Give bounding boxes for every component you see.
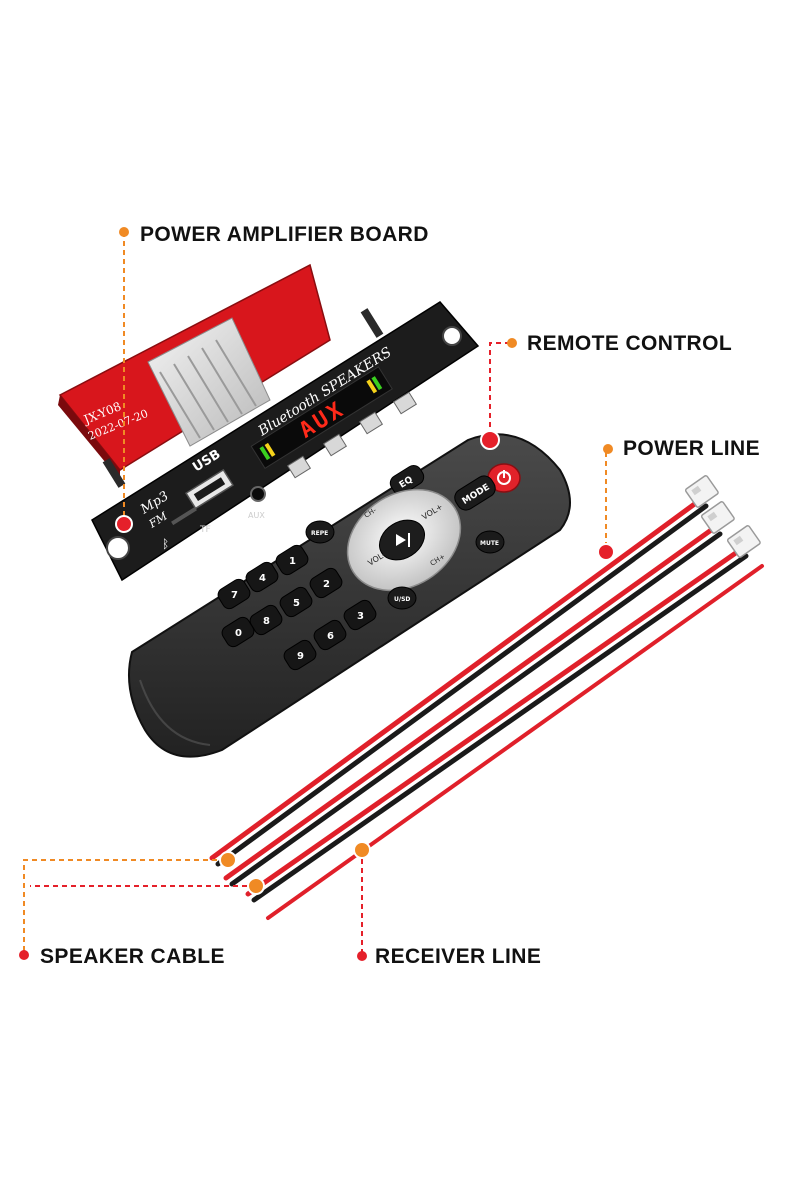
dot-receiver-end (353, 841, 371, 859)
remote-key-0[interactable]: 0 (219, 615, 256, 650)
remote-mute-button[interactable]: MUTE (475, 530, 505, 554)
remote-key-1[interactable]: 1 (273, 543, 310, 578)
aux-label: AUX (248, 511, 265, 520)
remote-keypad: 1 2 3 4 5 6 7 8 9 0 (215, 543, 378, 673)
callout-receiver-line: RECEIVER LINE (375, 945, 542, 968)
power-wire-black (215, 503, 709, 867)
remote-usd-button[interactable]: U/SD (387, 586, 417, 610)
speaker-wire-black (229, 531, 723, 887)
svg-text:U/SD: U/SD (394, 596, 410, 603)
callout-speaker-cable: SPEAKER CABLE (40, 945, 225, 968)
connector-2 (700, 501, 735, 534)
remote-key-label: 9 (297, 651, 304, 662)
dot-amp-start (119, 227, 129, 237)
remote-key-label: 0 (235, 628, 242, 639)
connector-1 (684, 475, 719, 508)
connector-3 (726, 525, 761, 558)
remote-key-7[interactable]: 7 (215, 577, 252, 612)
remote-body (127, 433, 571, 758)
remote-mode-button[interactable]: MODE (451, 473, 498, 514)
panel-vol-plus-button[interactable] (358, 411, 384, 435)
remote-key-6[interactable]: 6 (311, 618, 348, 653)
panel-buttons (286, 391, 418, 479)
panel-mode-button[interactable] (392, 391, 418, 415)
remote-nav-ring[interactable]: VOL+ VOL- CH- CH+ (329, 469, 480, 611)
remote-rept-button[interactable]: REPE (305, 520, 335, 544)
remote-key-label: 6 (327, 631, 334, 642)
bluetooth-icon: ᛒ (162, 537, 169, 551)
callout-remote-control: REMOTE CONTROL (527, 332, 733, 355)
dot-speaker-label (19, 950, 29, 960)
remote-control: EQ MODE VOL+ VOL- CH- CH+ REPE MUTE (127, 433, 571, 758)
svg-text:REPE: REPE (311, 530, 328, 537)
tf-label: TF (199, 525, 211, 535)
dot-amp-end (115, 515, 133, 533)
dot-speaker-1 (219, 851, 237, 869)
remote-key-4[interactable]: 4 (243, 560, 280, 595)
dot-remote-start (507, 338, 517, 348)
dot-speaker-2 (247, 877, 265, 895)
leader-dots (19, 227, 615, 961)
remote-key-2[interactable]: 2 (307, 566, 344, 601)
callout-power-line: POWER LINE (623, 437, 761, 460)
dot-remote-end (480, 430, 500, 450)
dot-power-start (603, 444, 613, 454)
receiver-single-red (266, 564, 764, 920)
mount-hole-left (106, 536, 130, 560)
wires (209, 475, 764, 920)
callout-power-amplifier-board: POWER AMPLIFIER BOARD (140, 223, 429, 246)
usb-port[interactable] (185, 468, 234, 510)
leader-lines (23, 232, 607, 956)
remote-power-button[interactable] (487, 463, 521, 493)
remote-key-label: 3 (357, 611, 364, 622)
power-wire-red (209, 497, 703, 861)
remote-eq-button[interactable]: EQ (387, 463, 426, 498)
receiver-wire-black (251, 553, 749, 903)
remote-key-label: 4 (259, 573, 266, 584)
remote-key-3[interactable]: 3 (341, 598, 378, 633)
remote-key-label: 2 (323, 579, 330, 590)
mount-hole-right (442, 326, 462, 346)
dot-receiver-label (357, 951, 367, 961)
remote-key-label: 8 (263, 616, 270, 627)
speaker-wire-red (223, 525, 717, 881)
heatsink (147, 317, 271, 447)
dot-power-end (597, 543, 615, 561)
remote-key-label: 5 (293, 598, 300, 609)
leader-remote (489, 342, 510, 440)
svg-text:MUTE: MUTE (480, 540, 499, 547)
tf-slot[interactable] (171, 506, 197, 526)
remote-key-9[interactable]: 9 (281, 638, 318, 673)
panel-play-pause-button[interactable] (322, 433, 348, 457)
remote-key-5[interactable]: 5 (277, 585, 314, 620)
remote-key-label: 7 (231, 590, 238, 601)
aux-jack[interactable] (250, 486, 266, 502)
panel-vol-minus-button[interactable] (286, 455, 312, 479)
remote-key-label: 1 (289, 556, 296, 567)
leader-speaker-1 (23, 859, 226, 955)
receiver-wire-red (245, 547, 743, 897)
